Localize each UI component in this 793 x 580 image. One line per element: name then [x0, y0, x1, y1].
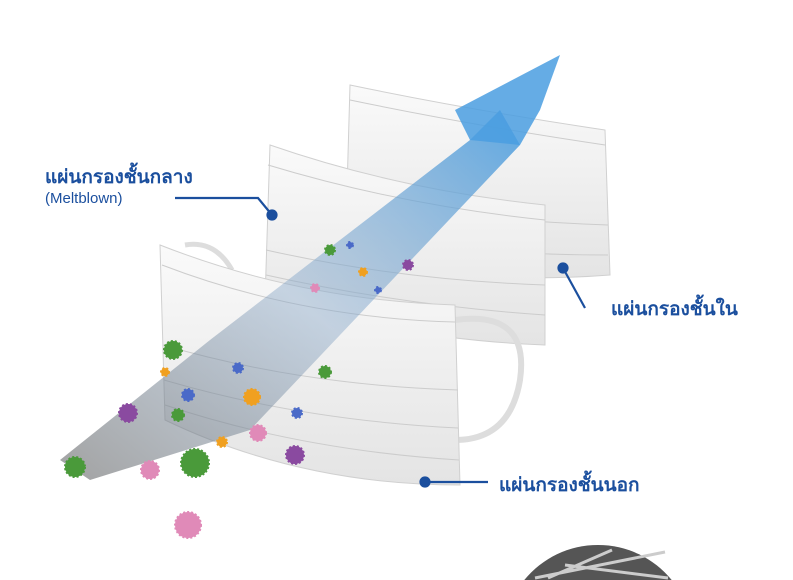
- inner-layer-label: แผ่นกรองชั้นใน: [611, 298, 738, 320]
- particle: [374, 286, 382, 294]
- airflow-beam: [60, 110, 520, 480]
- particle: [180, 448, 210, 478]
- particle: [285, 445, 305, 465]
- particle: [232, 362, 244, 374]
- particles: [64, 241, 414, 539]
- middle-layer-label: แผ่นกรองชั้นกลาง: [45, 166, 193, 188]
- particle: [216, 436, 228, 448]
- particle: [291, 407, 303, 419]
- particle: [163, 340, 183, 360]
- particle: [358, 267, 368, 277]
- outer-layer-label: แผ่นกรองชั้นนอก: [499, 474, 640, 496]
- particle: [140, 460, 160, 480]
- particle: [324, 244, 336, 256]
- particle: [171, 408, 185, 422]
- particle: [346, 241, 354, 249]
- particle: [160, 367, 170, 377]
- fiber-microscope-image: [524, 544, 672, 580]
- particle: [318, 365, 332, 379]
- particle: [118, 403, 138, 423]
- particle: [64, 456, 86, 478]
- particle: [243, 388, 261, 406]
- particle: [174, 511, 202, 539]
- leader-lines: [175, 196, 586, 488]
- particle: [402, 259, 414, 271]
- middle-layer-sublabel: (Meltblown): [45, 190, 123, 207]
- particle: [249, 424, 267, 442]
- particle: [310, 283, 320, 293]
- particle: [181, 388, 195, 402]
- airflow-arrow-icon: [455, 55, 560, 145]
